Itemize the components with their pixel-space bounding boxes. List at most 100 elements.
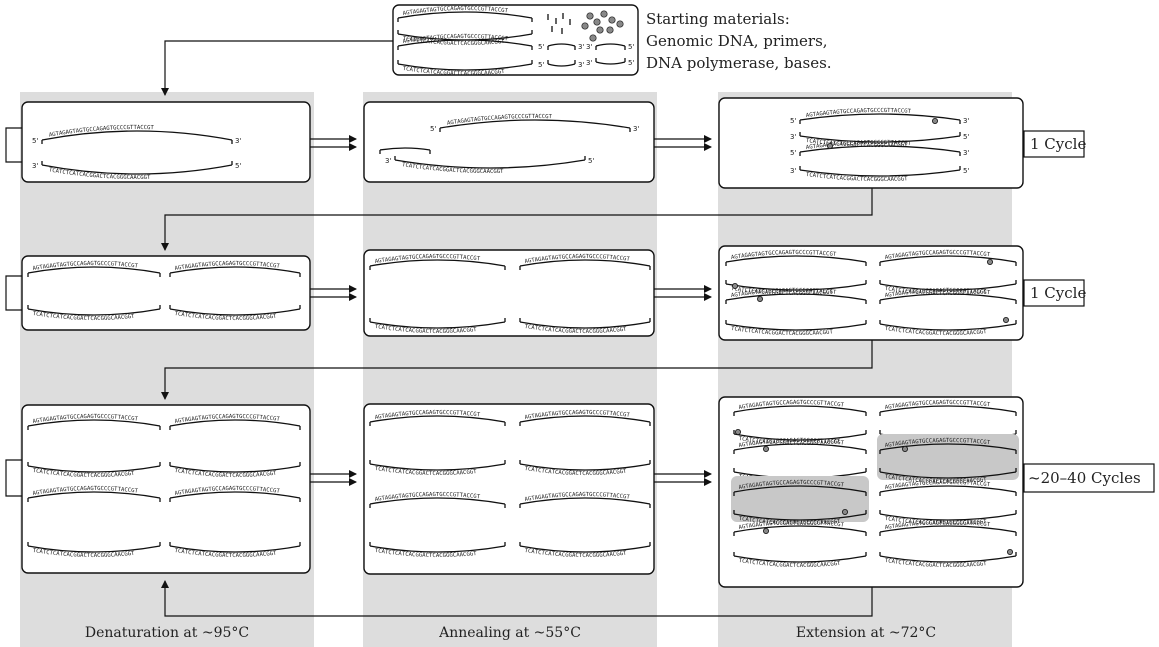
row3-den-pair-1-bottom: TCATCTCATCACGGACTCACGGGCAACGGT <box>27 462 161 479</box>
row3-ext-pair-6: AGTAGAGTAGTGCCAGAGTGCCCGTTACCGTTCATCTCAT… <box>879 480 1017 527</box>
row3-ext-pair-8-bottom: TCATCTCATCACGGACTCACGGGCAACGGT <box>879 549 1017 569</box>
row3-ext-pair-4-bottom: TCATCTCATCACGGACTCACGGGCAACGGT <box>879 468 1017 485</box>
row2-ext-pair-a-bottom: TCATCTCATCACGGACTCACGGGCAACGGT <box>725 280 867 297</box>
row2-extension-panel <box>718 245 1024 341</box>
svg-text:3': 3' <box>586 43 592 51</box>
svg-text:TCATCTCATCACGGACTCACGGGCAACGGT: TCATCTCATCACGGACTCACGGGCAACGGT <box>738 436 841 447</box>
sm-genomic-pair-1-top: AGTAGAGTAGTGCCAGAGTGCCCGTTACCGT <box>397 6 533 22</box>
row3-den-pair-4-top: AGTAGAGTAGTGCCAGAGTGCCCGTTACCGT <box>169 486 301 502</box>
primers-and-bases-sketch: 5'3'3'5'5'3'3'5' <box>538 10 634 69</box>
row2-ext-pair-b: AGTAGAGTAGTGCCAGAGTGCCCGTTACCGTTCATCTCAT… <box>879 250 1017 297</box>
row3-den-pair-4-bottom: TCATCTCATCACGGACTCACGGGCAACGGT <box>169 542 301 559</box>
row2-to-row3-flow <box>161 340 873 400</box>
stage-label-denaturation: Denaturation at ~95°C <box>85 625 249 641</box>
row3-den-pair-3: AGTAGAGTAGTGCCAGAGTGCCCGTTACCGTTCATCTCAT… <box>27 486 161 559</box>
svg-text:AGTAGAGTAGTGCCAGAGTGCCCGTTACCG: AGTAGAGTAGTGCCAGAGTGCCCGTTACCGT <box>884 250 990 261</box>
row3-ext-pair-2-top: AGTAGAGTAGTGCCAGAGTGCCCGTTACCGT <box>879 400 1017 416</box>
row2-ann-pair-left: AGTAGAGTAGTGCCAGAGTGCCCGTTACCGT TCATCTCAT… <box>369 254 506 335</box>
svg-text:AGTAGAGTAGTGCCAGAGTGCCCGTTACCG: AGTAGAGTAGTGCCAGAGTGCCCGTTACCGT <box>174 486 280 497</box>
svg-text:AGTAGAGTAGTGCCAGAGTGCCCGTTACCG: AGTAGAGTAGTGCCAGAGTGCCCGTTACCGT <box>884 288 990 299</box>
svg-text:AGTAGAGTAGTGCCAGAGTGCCCGTTACCG: AGTAGAGTAGTGCCAGAGTGCCCGTTACCGT <box>738 480 844 491</box>
svg-text:5': 5' <box>628 59 634 67</box>
row3-ann-pair-4-top: AGTAGAGTAGTGCCAGAGTGCCCGTTACCGT <box>519 492 651 508</box>
row3-denaturation-panel <box>21 404 311 574</box>
polymerase-dot <box>616 20 624 28</box>
row3-ext-pair-4: AGTAGAGTAGTGCCAGAGTGCCCGTTACCGT TCATCTCAT… <box>877 434 1019 485</box>
svg-text:5': 5' <box>963 167 969 175</box>
starting-materials-line-1: Starting materials: <box>646 10 790 28</box>
svg-text:3': 3' <box>790 133 796 141</box>
svg-text:AGTAGAGTAGTGCCAGAGTGCCCGTTACCG: AGTAGAGTAGTGCCAGAGTGCCCGTTACCGT <box>738 438 844 449</box>
row2-ext-pair-b-top: AGTAGAGTAGTGCCAGAGTGCCCGTTACCGT <box>879 250 1017 266</box>
row2-ext-pair-a: AGTAGAGTAGTGCCAGAGTGCCCGTTACCGTTCATCTCAT… <box>725 250 867 297</box>
row2-left-bracket <box>5 275 22 311</box>
row3-ext-pair-1: AGTAGAGTAGTGCCAGAGTGCCCGTTACCGTTCATCTCAT… <box>733 400 867 447</box>
svg-text:TCATCTCATCACGGACTCACGGGCAACGGT: TCATCTCATCACGGACTCACGGGCAACGGT <box>174 468 277 479</box>
row2-ext-pair-b-bottom: TCATCTCATCACGGACTCACGGGCAACGGT <box>879 280 1017 297</box>
sm-genomic-pair-2-bottom: TCATCTCATCACGGACTCACGGGCAACGGT <box>397 60 533 77</box>
row3-ann-pair-3-top: AGTAGAGTAGTGCCAGAGTGCCCGTTACCGT <box>369 492 506 508</box>
row1-to-row2-flow <box>161 188 873 251</box>
row3-arrows <box>310 470 712 486</box>
svg-text:TCATCTCATCACGGACTCACGGGCAACGGT: TCATCTCATCACGGACTCACGGGCAACGGT <box>884 326 987 337</box>
svg-text:AGTAGAGTAGTGCCAGAGTGCCCGTTACCG: AGTAGAGTAGTGCCAGAGTGCCCGTTACCGT <box>731 288 837 299</box>
polymerase-dot <box>608 16 616 24</box>
row1-denaturation-panel <box>21 101 311 183</box>
row3-ext-pair-6-top: AGTAGAGTAGTGCCAGAGTGCCCGTTACCGT <box>879 480 1017 496</box>
svg-text:AGTAGAGTAGTGCCAGAGTGCCCGTTACCG: AGTAGAGTAGTGCCAGAGTGCCCGTTACCGT <box>884 520 990 531</box>
svg-text:3': 3' <box>790 167 796 175</box>
svg-text:1 Cycle: 1 Cycle <box>1030 284 1086 302</box>
svg-text:AGTAGAGTAGTGCCAGAGTGCCCGTTACCG: AGTAGAGTAGTGCCAGAGTGCCCGTTACCGT <box>738 400 844 411</box>
svg-text:5': 5' <box>538 43 544 51</box>
sm-genomic-pair-1: AGTAGAGTAGTGCCAGAGTGCCCGTTACCGTTCATCTCAT… <box>397 6 533 47</box>
row3-ext-pair-7-bottom: TCATCTCATCACGGACTCACGGGCAACGGT <box>733 552 867 569</box>
svg-text:AGTAGAGTAGTGCCAGAGTGCCCGTTACCG: AGTAGAGTAGTGCCAGAGTGCCCGTTACCGT <box>806 140 912 151</box>
polymerase-dot <box>586 12 594 20</box>
row1-extension-panel <box>718 97 1024 189</box>
svg-text:AGTAGAGTAGTGCCAGAGTGCCCGTTACCG: AGTAGAGTAGTGCCAGAGTGCCCGTTACCGT <box>884 438 990 449</box>
cycle-label-3: ~20–40 Cycles <box>1023 463 1155 493</box>
svg-text:AGTAGAGTAGTGCCAGAGTGCCCGTTACCG: AGTAGAGTAGTGCCAGAGTGCCCGTTACCGT <box>402 6 508 17</box>
svg-text:AGTAGAGTAGTGCCAGAGTGCCCGTTACCG: AGTAGAGTAGTGCCAGAGTGCCCGTTACCGT <box>374 254 480 265</box>
svg-text:3': 3' <box>385 157 391 165</box>
svg-text:~20–40 Cycles: ~20–40 Cycles <box>1028 469 1141 487</box>
row3-ann-pair-2-top: AGTAGAGTAGTGCCAGAGTGCCCGTTACCGT <box>519 410 651 426</box>
svg-text:3': 3' <box>578 61 584 69</box>
row3-ann-pair-4-bottom: TCATCTCATCACGGACTCACGGGCAACGGT <box>519 542 651 559</box>
row2-ann-pair-right: AGTAGAGTAGTGCCAGAGTGCCCGTTACCGTTCATCTCAT… <box>519 254 651 335</box>
row2-arrows <box>310 285 712 301</box>
row3-den-pair-2-bottom: TCATCTCATCACGGACTCACGGGCAACGGT <box>169 462 301 479</box>
row2-ann-pair-left-bottom: TCATCTCATCACGGACTCACGGGCAACGGT <box>369 318 506 335</box>
row3-ann-pair-3: AGTAGAGTAGTGCCAGAGTGCCCGTTACCGTTCATCTCAT… <box>369 492 506 559</box>
svg-text:TCATCTCATCACGGACTCACGGGCAACGGT: TCATCTCATCACGGACTCACGGGCAACGGT <box>738 516 841 527</box>
svg-text:TCATCTCATCACGGACTCACGGGCAACGGT: TCATCTCATCACGGACTCACGGGCAACGGT <box>731 286 834 297</box>
svg-text:TCATCTCATCACGGACTCACGGGCAACGGT: TCATCTCATCACGGACTCACGGGCAACGGT <box>174 548 277 559</box>
sm-primer-d: 3'5' <box>586 58 634 67</box>
svg-text:5': 5' <box>790 149 796 157</box>
row1-ext-pair-a: AGTAGAGTAGTGCCAGAGTGCCCGTTACCGT5'3'TCATC… <box>790 108 969 149</box>
svg-text:TCATCTCATCACGGACTCACGGGCAACGGT: TCATCTCATCACGGACTCACGGGCAACGGT <box>374 324 477 335</box>
row1-arrows <box>310 135 712 151</box>
row1-ext-pair-b: AGTAGAGTAGTGCCAGAGTGCCCGTTACCGT5'3'TCATC… <box>790 140 969 183</box>
row3-den-pair-3-bottom: TCATCTCATCACGGACTCACGGGCAACGGT <box>27 542 161 559</box>
svg-text:5': 5' <box>235 162 241 170</box>
row2-den-pair-right-top: AGTAGAGTAGTGCCAGAGTGCCCGTTACCGT <box>169 261 301 277</box>
svg-text:5': 5' <box>538 61 544 69</box>
row2-den-pair-left-bottom: TCATCTCATCACGGACTCACGGGCAACGGT <box>27 305 161 322</box>
row2-ext-pair-c-top: AGTAGAGTAGTGCCAGAGTGCCCGTTACCGT <box>725 288 867 304</box>
svg-text:3': 3' <box>633 125 639 133</box>
start-flow-arrow <box>161 40 393 96</box>
polymerase-dot <box>581 22 589 30</box>
svg-text:TCATCTCATCACGGACTCACGGGCAACGGT: TCATCTCATCACGGACTCACGGGCAACGGT <box>374 466 477 477</box>
row2-ext-pair-c: AGTAGAGTAGTGCCAGAGTGCCCGTTACCGTTCATCTCAT… <box>725 288 867 337</box>
svg-text:TCATCTCATCACGGACTCACGGGCAACGGT: TCATCTCATCACGGACTCACGGGCAACGGT <box>884 558 987 569</box>
sm-primer-a: 5'3' <box>538 43 584 51</box>
row3-ext-pair-5-top: AGTAGAGTAGTGCCAGAGTGCCCGTTACCGT <box>733 480 867 496</box>
row2-den-pair-left-top: AGTAGAGTAGTGCCAGAGTGCCCGTTACCGT <box>27 261 161 277</box>
svg-text:TCATCTCATCACGGACTCACGGGCAACGGT: TCATCTCATCACGGACTCACGGGCAACGGT <box>32 311 135 322</box>
row3-ext-pair-7-top: AGTAGAGTAGTGCCAGAGTGCCCGTTACCGT <box>733 520 867 536</box>
row3-den-pair-2-top: AGTAGAGTAGTGCCAGAGTGCCCGTTACCGT <box>169 414 301 430</box>
row2-annealing-panel <box>363 249 655 337</box>
